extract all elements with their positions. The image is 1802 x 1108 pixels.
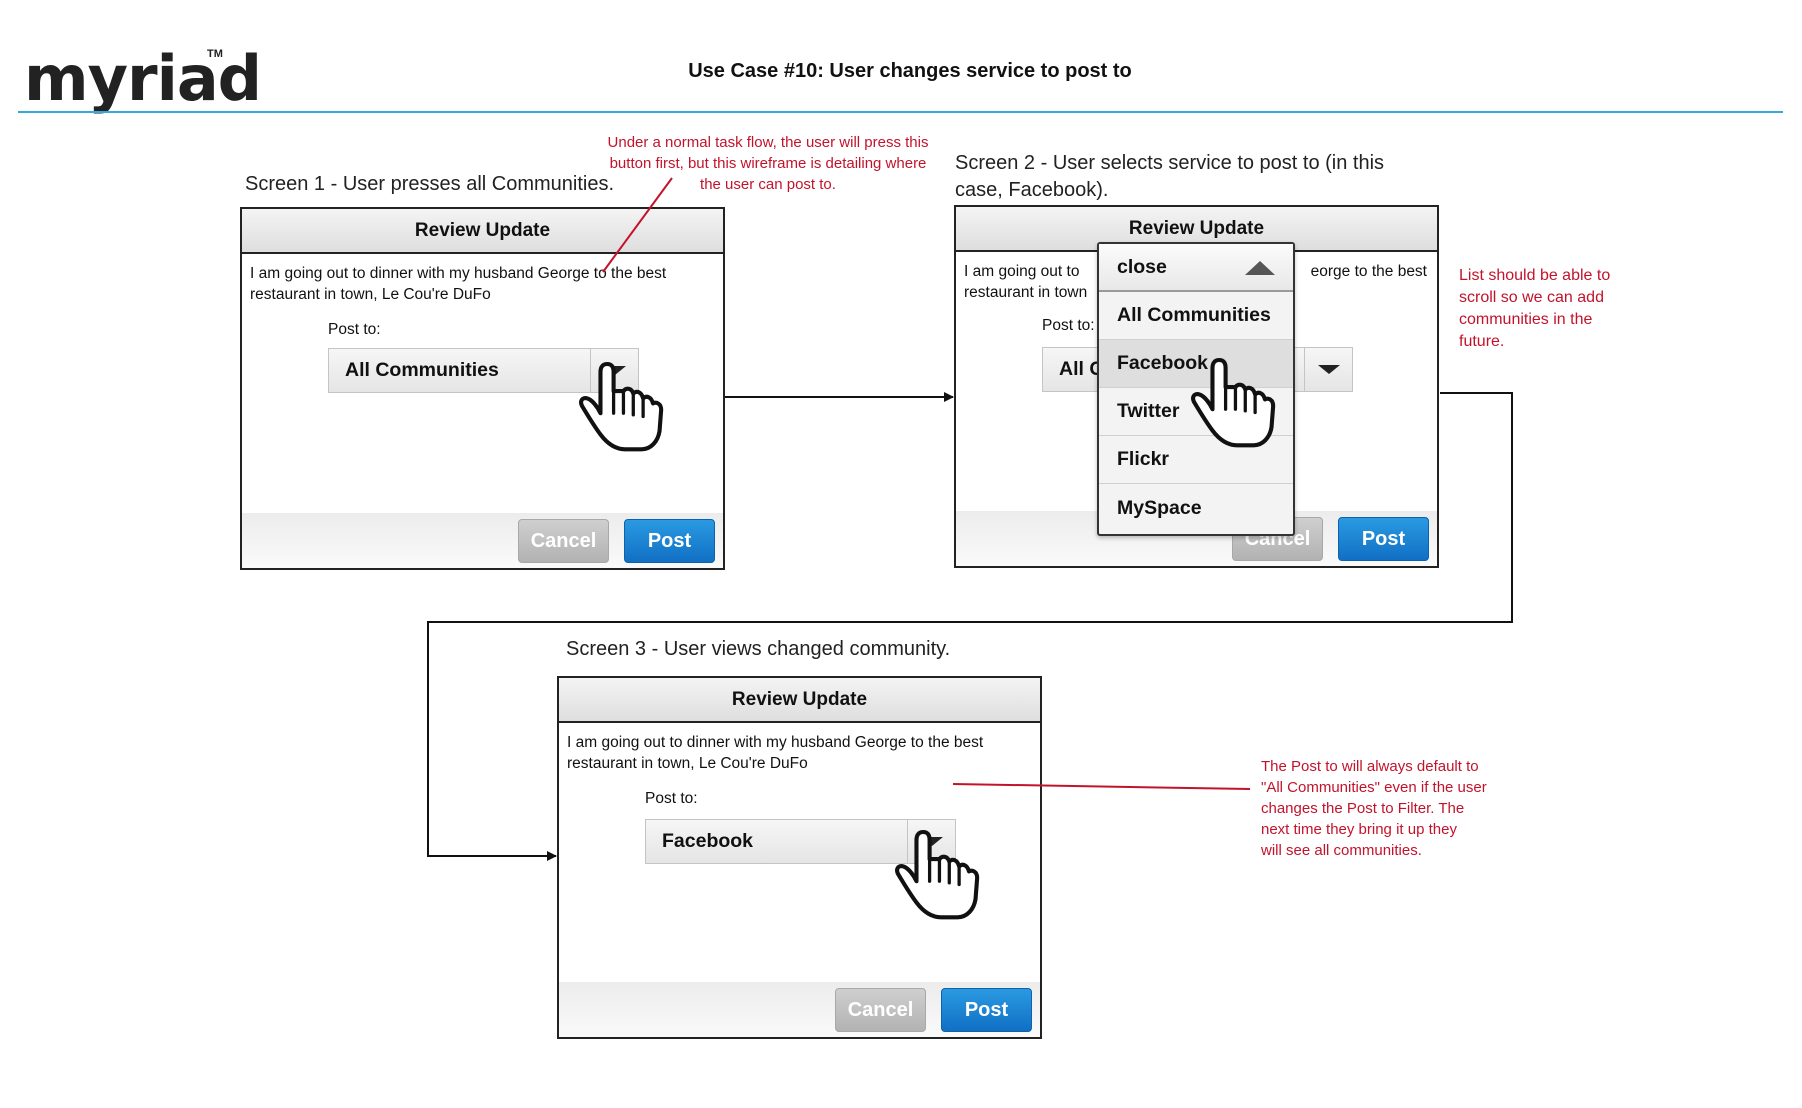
screen2-message-line1-left: I am going out to — [964, 263, 1080, 280]
screen3-dialog-title: Review Update — [559, 678, 1040, 723]
screen3-message-line2: restaurant in town, Le Cou're DuFo — [567, 755, 808, 772]
screen1-hand-pointer-icon — [581, 364, 661, 449]
screen2-note-line2: scroll so we can add — [1459, 289, 1604, 306]
menu-item-all-communities[interactable]: All Communities — [1099, 292, 1293, 340]
screen1-dropdown-value: All Communities — [345, 359, 499, 381]
screen3-note-line5: will see all communities. — [1261, 842, 1422, 859]
screen2-post-to-label: Post to: — [1042, 317, 1095, 334]
chevron-up-icon — [1245, 261, 1275, 275]
screen1-message: I am going out to dinner with my husband… — [250, 263, 715, 305]
screen2-dropdown-arrow-button[interactable] — [1304, 348, 1352, 391]
screen3-annotation-leader — [952, 783, 1251, 790]
screen3-annotation: The Post to will always default to "All … — [1261, 756, 1487, 861]
menu-item-facebook[interactable]: Facebook — [1099, 340, 1293, 388]
screen3-hand-pointer-icon — [897, 832, 977, 917]
screen1-cancel-button[interactable]: Cancel — [518, 519, 609, 563]
screen3-note-line3: changes the Post to Filter. The — [1261, 800, 1465, 817]
screen3-note-line2: "All Communities" even if the user — [1261, 779, 1487, 796]
screen3-post-to-label: Post to: — [645, 790, 698, 807]
screen2-message-line2-left: restaurant in town — [964, 284, 1088, 301]
menu-item-flickr[interactable]: Flickr — [1099, 436, 1293, 484]
screen1-caption: Screen 1 - User presses all Communities. — [245, 173, 615, 195]
logo-text: myriad — [24, 42, 262, 115]
screen2-caption-line1: Screen 2 - User selects service to post … — [955, 152, 1385, 174]
screen3-review-update-dialog: Review Update I am going out to dinner w… — [557, 676, 1042, 1039]
menu-item-myspace[interactable]: MySpace — [1117, 496, 1202, 519]
menu-item-twitter[interactable]: Twitter — [1099, 388, 1293, 436]
screen3-post-button[interactable]: Post — [941, 988, 1032, 1032]
screen1-dialog-footer: Cancel Post — [242, 513, 723, 568]
screen2-message: I am going out to eorge to the best rest… — [964, 261, 1429, 303]
myriad-logo: myriad — [24, 42, 262, 115]
screen1-post-button[interactable]: Post — [624, 519, 715, 563]
screen3-message-line1: I am going out to dinner with my husband… — [567, 734, 984, 751]
header-divider — [18, 111, 1783, 113]
screen3-dialog-footer: Cancel Post — [559, 982, 1040, 1037]
screen1-message-line2: restaurant in town, Le Cou're DuFo — [250, 286, 491, 303]
screen2-note-line3: communities in the — [1459, 311, 1593, 328]
screen2-dropdown-value: All C — [1059, 358, 1104, 380]
screen1-post-to-label: Post to: — [328, 321, 381, 338]
screen2-annotation: List should be able to scroll so we can … — [1459, 265, 1610, 353]
screen1-note-line1: Under a normal task flow, the user will … — [607, 134, 929, 151]
screen1-review-update-dialog: Review Update I am going out to dinner w… — [240, 207, 725, 570]
screen2-hand-pointer-icon — [1193, 360, 1273, 445]
screen1-post-to-dropdown[interactable]: All Communities — [328, 348, 639, 393]
screen1-annotation-leader — [602, 177, 673, 273]
screen3-note-line1: The Post to will always default to — [1261, 758, 1479, 775]
screen1-annotation: Under a normal task flow, the user will … — [583, 132, 953, 195]
page-title: Use Case #10: User changes service to po… — [688, 60, 1132, 82]
screen2-caption-line2: case, Facebook). — [955, 179, 1109, 201]
chevron-down-icon — [1317, 365, 1340, 374]
screen3-note-line4: next time they bring it up they — [1261, 821, 1457, 838]
screen1-note-line3: the user can post to. — [700, 176, 836, 193]
screen3-post-to-dropdown[interactable]: Facebook — [645, 819, 956, 864]
screen3-caption: Screen 3 - User views changed community. — [566, 638, 951, 660]
screen3-cancel-button[interactable]: Cancel — [835, 988, 926, 1032]
menu-close-label: close — [1117, 255, 1167, 278]
screen2-note-line4: future. — [1459, 333, 1505, 350]
screen2-note-line1: List should be able to — [1459, 267, 1611, 284]
screen3-dropdown-value: Facebook — [662, 830, 754, 852]
menu-close-item[interactable]: close — [1099, 244, 1293, 292]
screen2-service-menu: close All Communities Facebook Twitter F… — [1097, 242, 1295, 536]
screen2-caption: Screen 2 - User selects service to post … — [955, 150, 1384, 204]
screen1-note-line2: button first, but this wireframe is deta… — [609, 155, 927, 172]
screen2-post-button[interactable]: Post — [1338, 517, 1429, 561]
connector-screen2-to-screen3 — [427, 392, 1513, 861]
screen2-message-line1-right: eorge to the best — [1310, 263, 1427, 280]
trademark-mark: TM — [207, 48, 223, 60]
screen1-message-line1: I am going out to dinner with my husband… — [250, 265, 667, 282]
screen3-message: I am going out to dinner with my husband… — [567, 732, 1032, 774]
